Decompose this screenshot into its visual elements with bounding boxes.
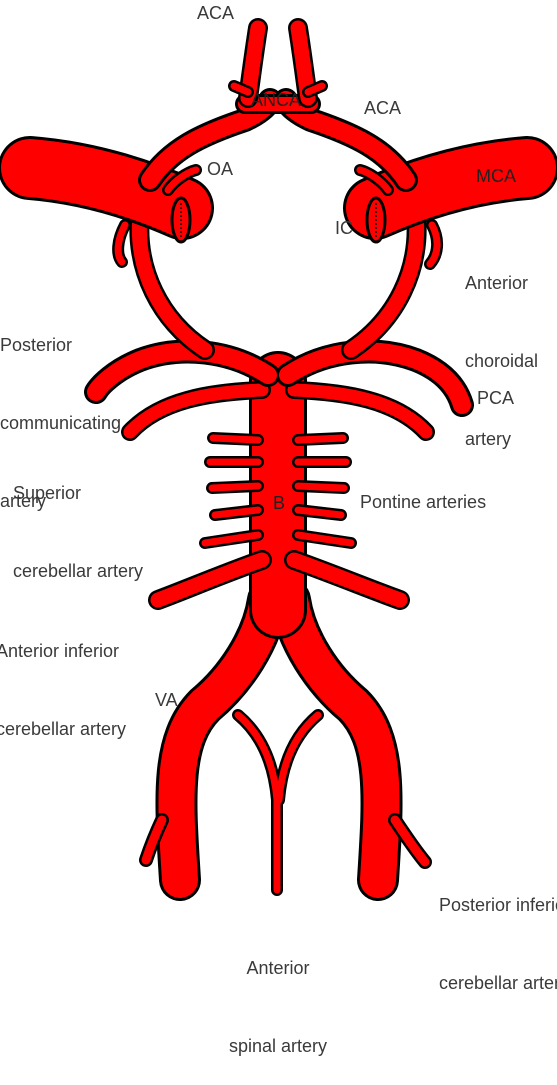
label-aca-top: ACA — [197, 3, 235, 23]
label-superior-cerebellar-artery: Superior cerebellar artery — [13, 428, 143, 610]
label-line: choroidal — [465, 351, 539, 371]
label-line: spinal artery — [228, 1036, 328, 1056]
circle-of-willis-diagram: ACA ANCA ACA OA MCA IC Anterior choroida… — [0, 3, 557, 1056]
label-line: Anterior inferior — [0, 641, 120, 661]
label-line: cerebellar artery — [0, 719, 127, 739]
label-anca: ANCA — [251, 90, 302, 110]
label-anterior-inferior-cerebellar-artery: Anterior inferior cerebellar artery — [0, 586, 126, 768]
label-line: communicating — [0, 413, 122, 433]
label-va: VA — [155, 690, 178, 710]
artery-drawing — [0, 18, 557, 901]
internal-carotid-and-mca — [0, 136, 557, 240]
superior-cerebellar-arteries — [121, 381, 435, 441]
label-line: cerebellar artery — [13, 561, 144, 581]
posterior-inferior-cerebellar-arteries — [139, 813, 432, 869]
label-pontine-arteries: Pontine arteries — [360, 492, 487, 512]
posterior-cerebral-arteries — [84, 339, 474, 417]
anterior-spinal-artery — [232, 709, 324, 896]
label-ic: IC — [335, 218, 353, 238]
label-line: cerebellar artery — [439, 973, 557, 993]
label-pca: PCA — [477, 388, 515, 408]
label-posterior-communicating-artery: Posterior communicating artery — [0, 280, 121, 540]
vertebral-arteries — [155, 579, 403, 901]
label-line: artery — [465, 429, 512, 449]
posterior-communicating-arteries — [129, 205, 427, 360]
label-line: Posterior inferior — [439, 895, 557, 915]
ophthalmic-arteries — [162, 164, 394, 196]
label-basilar: B — [273, 493, 286, 513]
anterior-choroidal-arteries — [112, 219, 443, 270]
label-anterior-choroidal-artery: Anterior choroidal artery — [465, 218, 538, 478]
anterior-inferior-cerebellar-arteries — [148, 550, 410, 610]
label-posterior-inferior-cerebellar-artery: Posterior inferior cerebellar artery — [439, 840, 557, 1022]
anterior-cerebral-arteries — [138, 18, 418, 192]
label-line: artery — [0, 491, 47, 511]
internal-carotid-cut-ends — [170, 196, 387, 244]
label-anterior-spinal-artery: Anterior spinal artery — [218, 903, 338, 1085]
label-mca: MCA — [476, 166, 516, 186]
label-oa: OA — [207, 159, 234, 179]
label-line: Superior — [13, 483, 82, 503]
label-line: Anterior — [246, 958, 310, 978]
label-line: Posterior — [0, 335, 73, 355]
label-line: Anterior — [465, 273, 529, 293]
label-aca-right: ACA — [364, 98, 402, 118]
